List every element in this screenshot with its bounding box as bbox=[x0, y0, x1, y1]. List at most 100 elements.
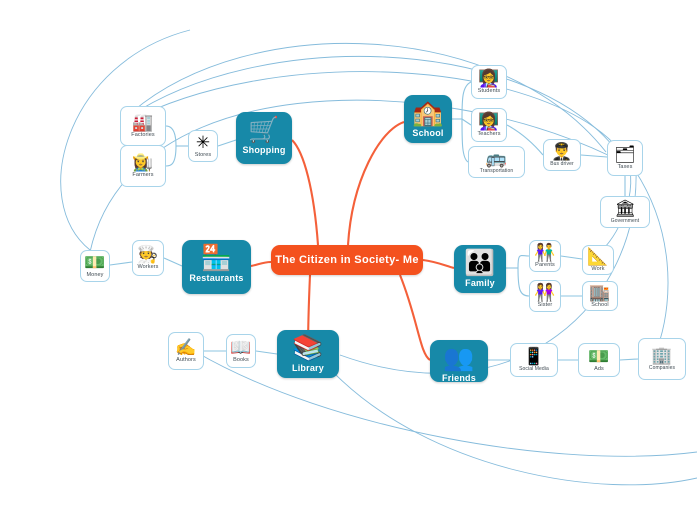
teacher-chalkboard-icon: 👩‍🏫 bbox=[478, 112, 500, 131]
branch-node-library[interactable]: 📚 Library bbox=[277, 330, 339, 378]
work-briefcase-icon: 📐 bbox=[587, 247, 609, 266]
branch-node-friends[interactable]: 👥 Friends bbox=[430, 340, 488, 383]
sub-node-label: Bus driver bbox=[550, 161, 574, 167]
sub-node-books[interactable]: 📖 Books bbox=[226, 334, 256, 368]
branch-label: Restaurants bbox=[189, 273, 244, 283]
sub-node-label: Stores bbox=[194, 152, 212, 158]
branch-label: Shopping bbox=[242, 145, 286, 155]
sisters-icon: 👭 bbox=[534, 283, 556, 302]
students-icon: 👩‍🏫 bbox=[478, 69, 500, 88]
sub-node-label: School bbox=[591, 302, 609, 308]
sub-edge-school-students bbox=[461, 81, 472, 120]
sub-node-authors[interactable]: ✍ Authors bbox=[168, 332, 204, 370]
sub-node-label: Students bbox=[477, 88, 501, 94]
sub-node-label: Transportation bbox=[479, 168, 514, 174]
sub-node-work[interactable]: 📐 Work bbox=[582, 245, 614, 275]
school-bus-icon: 🚌 bbox=[485, 149, 508, 168]
sub-edge-school-transport bbox=[461, 118, 469, 163]
sub-node-government[interactable]: 🏛 Government bbox=[600, 196, 650, 228]
school-building-icon: 🏫 bbox=[412, 99, 444, 127]
farmers-icon: 👩‍🌾 bbox=[132, 153, 154, 172]
main-edge-center-family bbox=[422, 258, 455, 270]
company-buildings-icon: 🏢 bbox=[651, 346, 673, 365]
sub-node-label: Ads bbox=[594, 366, 604, 372]
family-group-icon: 👪 bbox=[464, 249, 496, 277]
sub-edge-parents-work bbox=[560, 255, 583, 260]
parents-icon: 👫 bbox=[534, 243, 556, 262]
main-edge-center-school bbox=[346, 121, 405, 246]
branch-node-shopping[interactable]: 🛒 Shopping bbox=[236, 112, 292, 164]
sub-node-label: Sister bbox=[537, 302, 553, 308]
sub-edge-group bbox=[109, 81, 639, 361]
waiter-worker-icon: 🧑‍🍳 bbox=[137, 245, 159, 264]
branch-node-family[interactable]: 👪 Family bbox=[454, 245, 506, 293]
sub-node-label: Books bbox=[233, 357, 249, 363]
main-edge-center-friends bbox=[399, 274, 431, 361]
advertisement-icon: 💵 bbox=[588, 347, 610, 366]
sub-node-label: Parents bbox=[535, 262, 555, 268]
sub-node-label: Workers bbox=[137, 264, 159, 270]
authors-writing-icon: ✍ bbox=[175, 338, 197, 357]
branch-node-school[interactable]: 🏫 School bbox=[404, 95, 452, 143]
sub-node-label: Companies bbox=[648, 365, 676, 371]
sub-node-label: Authors bbox=[176, 357, 196, 363]
sub-node-factories[interactable]: 🏭 Factories bbox=[120, 106, 166, 146]
school-building-icon: 🏬 bbox=[589, 283, 611, 302]
sub-edge-teachers-busdriver bbox=[506, 124, 544, 156]
sub-node-farmers[interactable]: 👩‍🌾 Farmers bbox=[120, 145, 166, 187]
branch-node-restaurants[interactable]: 🏪 Restaurants bbox=[182, 240, 251, 294]
shopping-cart-icon: 🛒 bbox=[248, 116, 280, 144]
center-node[interactable]: The Citizen in Society- Me bbox=[271, 245, 423, 275]
sub-edge-stores-factories bbox=[165, 125, 177, 147]
bus-driver-icon: 👨‍✈ bbox=[551, 142, 573, 161]
friends-group-icon: 👥 bbox=[443, 344, 475, 372]
branch-label: Library bbox=[292, 363, 324, 373]
restaurant-storefront-icon: 🏪 bbox=[200, 244, 233, 272]
sub-node-school-leaf[interactable]: 🏬 School bbox=[582, 281, 618, 311]
store-spark-icon: ✳ bbox=[195, 133, 211, 152]
money-banknote-icon: 💵 bbox=[84, 253, 106, 272]
sub-node-transportation[interactable]: 🚌 Transportation bbox=[468, 146, 525, 178]
sub-node-label: Money bbox=[86, 272, 104, 278]
social-media-apps-icon: 📱 bbox=[523, 347, 545, 366]
sub-edge-workers-money bbox=[109, 261, 133, 266]
sub-node-label: Social Media bbox=[519, 366, 549, 372]
sub-node-label: Factories bbox=[131, 132, 155, 138]
relationship-arc-left-outer bbox=[60, 29, 191, 251]
sub-node-ads[interactable]: 💵 Ads bbox=[578, 343, 620, 377]
sub-edge-shopping-stores bbox=[217, 139, 237, 147]
relationship-arc-taxes-factories-2 bbox=[126, 55, 614, 147]
sub-edge-school-teachers bbox=[461, 118, 472, 126]
sub-node-stores[interactable]: ✳ Stores bbox=[188, 130, 218, 162]
sub-node-parents[interactable]: 👫 Parents bbox=[529, 240, 561, 272]
sub-node-taxes[interactable]: 🗂 Taxes bbox=[607, 140, 643, 176]
sub-node-label: Teachers bbox=[477, 131, 501, 137]
factory-icon: 🏭 bbox=[132, 113, 154, 132]
sub-node-money[interactable]: 💵 Money bbox=[80, 250, 110, 282]
sub-node-social-media[interactable]: 📱 Social Media bbox=[510, 343, 558, 377]
sub-node-sister[interactable]: 👭 Sister bbox=[529, 280, 561, 312]
sub-edge-library-books bbox=[255, 350, 278, 355]
sub-edge-family-sister bbox=[517, 267, 530, 297]
main-edge-center-restaurants bbox=[250, 260, 272, 268]
sub-edge-busdriver-taxes bbox=[580, 154, 608, 158]
branch-label: Friends bbox=[442, 373, 476, 383]
relationship-arc-library-bottom bbox=[332, 371, 697, 486]
sub-edge-ads-companies bbox=[619, 358, 639, 361]
sub-node-students[interactable]: 👩‍🏫 Students bbox=[471, 65, 507, 99]
sub-node-workers[interactable]: 🧑‍🍳 Workers bbox=[132, 240, 164, 276]
stacked-books-icon: 📖 bbox=[230, 338, 252, 357]
sub-node-bus-driver[interactable]: 👨‍✈ Bus driver bbox=[543, 139, 581, 171]
relationship-arc-taxes-companies bbox=[631, 165, 669, 341]
sub-node-label: Farmers bbox=[132, 172, 154, 178]
taxes-paperwork-icon: 🗂 bbox=[614, 145, 636, 164]
government-building-icon: 🏛 bbox=[614, 199, 636, 218]
sub-node-teachers[interactable]: 👩‍🏫 Teachers bbox=[471, 108, 507, 142]
branch-label: Family bbox=[465, 278, 495, 288]
main-edge-group bbox=[250, 121, 455, 361]
sub-edge-restaurants-workers bbox=[163, 257, 183, 267]
relationship-arc-taxes-factories-3 bbox=[123, 71, 621, 151]
sub-node-companies[interactable]: 🏢 Companies bbox=[638, 338, 686, 380]
